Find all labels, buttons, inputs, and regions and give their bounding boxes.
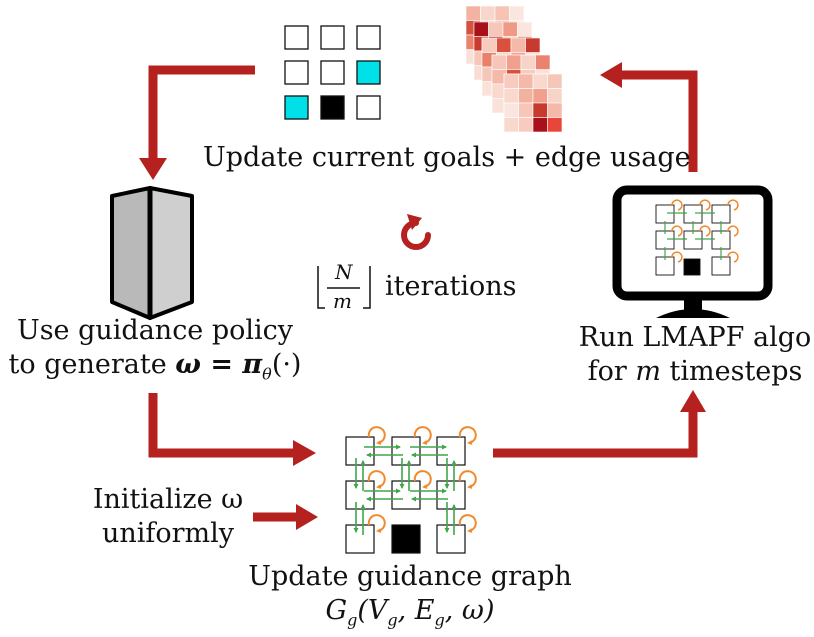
- goal-cell: [284, 95, 309, 120]
- edge-usage-heatmaps: [465, 5, 563, 133]
- cycle-arrowheads: [139, 62, 706, 530]
- iterations-label: iterations: [385, 271, 517, 302]
- iterations-denominator: m: [333, 289, 352, 313]
- guidance-graph-label-line2: Gg(Vg, Eg, ω): [230, 594, 590, 637]
- policy-line2-suffix: (·): [271, 349, 302, 380]
- cycle-arrows: [148, 65, 698, 522]
- guidance-graph: [345, 426, 477, 554]
- policy-line2-sub: θ: [262, 364, 272, 384]
- lmapf-line2-math: m: [635, 356, 661, 387]
- graph-line2-rest: (V: [357, 595, 388, 626]
- lmapf-line2-prefix: for: [587, 356, 636, 387]
- arrow-lmapf-to-goals: [620, 70, 698, 172]
- guidance-graph-label: Update guidance graph Gg(Vg, Eg, ω): [230, 560, 590, 637]
- arrowhead-right-init: [296, 504, 318, 530]
- arrowhead-down-policy: [139, 158, 167, 180]
- policy-line2-prefix: to generate: [8, 349, 176, 380]
- obstacle-cell: [320, 95, 345, 120]
- policy-label-line1: Use guidance policy: [16, 315, 294, 346]
- circular-arrow-icon: [401, 214, 431, 250]
- graph-line2-sub3: g: [434, 610, 445, 630]
- graph-line2-sub2: g: [387, 610, 398, 630]
- arrow-goals-to-policy: [148, 65, 255, 160]
- guidance-graph-label-line1: Update guidance graph: [248, 561, 572, 592]
- lmapf-line2-suffix: timesteps: [660, 356, 803, 387]
- initialize-label: Initialize ω uniformly: [68, 483, 268, 551]
- arrow-graph-to-lmapf: [493, 410, 698, 458]
- lmapf-label: Run LMAPF algo for m timesteps: [560, 321, 814, 389]
- lmapf-label-line1: Run LMAPF algo: [578, 322, 812, 353]
- graph-line2-sub: g: [347, 610, 358, 630]
- graph-line2-g: G: [325, 595, 348, 626]
- iterations-numerator: N: [335, 260, 353, 284]
- goal-cell: [356, 60, 381, 85]
- graph-line2-rest3: , ω): [444, 595, 495, 626]
- floor-brackets: [317, 266, 371, 309]
- arrowhead-right-graph: [293, 440, 316, 466]
- lmapf-label-line2: for m timesteps: [560, 355, 814, 389]
- graph-line2-rest2: , E: [397, 595, 435, 626]
- obstacle-cell: [391, 524, 421, 554]
- update-goals-label: Update current goals + edge usage: [203, 142, 691, 173]
- server-tower-icon: [110, 186, 194, 320]
- initialize-label-line2: uniformly: [101, 518, 235, 549]
- arrowhead-up-lmapf: [680, 390, 706, 412]
- goals-grid: [284, 25, 381, 120]
- arrow-policy-to-graph: [148, 393, 295, 458]
- arrowhead-left-goals: [600, 62, 622, 88]
- policy-label: Use guidance policy to generate ω = πθ(·…: [0, 314, 310, 391]
- computer-monitor-icon: [612, 185, 773, 318]
- policy-line2-math: ω = π: [175, 349, 263, 380]
- initialize-label-line1: Initialize ω: [92, 484, 244, 515]
- policy-label-line2: to generate ω = πθ(·): [0, 348, 310, 391]
